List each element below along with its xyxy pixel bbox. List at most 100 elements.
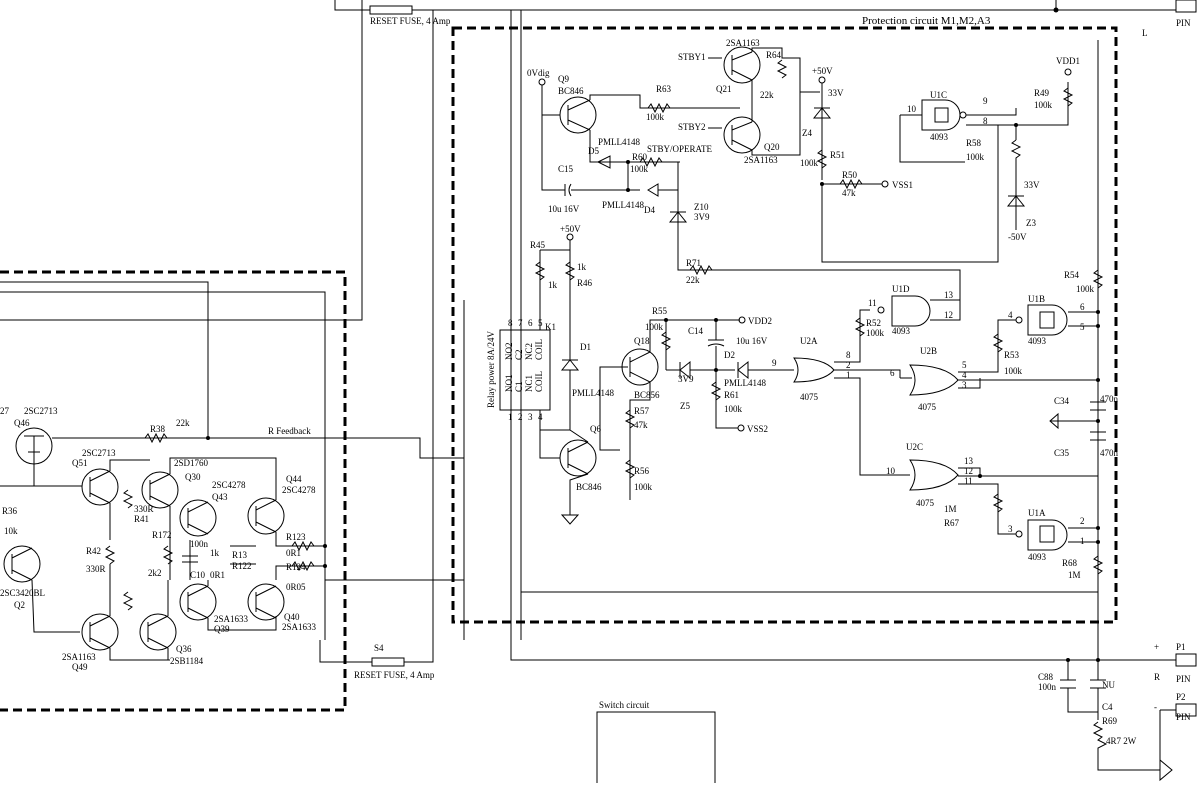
svg-text:Q49: Q49: [72, 662, 88, 672]
svg-text:R58: R58: [966, 138, 982, 148]
svg-text:3: 3: [528, 412, 533, 422]
svg-text:5: 5: [962, 360, 967, 370]
relay-k1: [499, 329, 551, 411]
svg-text:100n: 100n: [190, 539, 209, 549]
svg-text:U1C: U1C: [930, 90, 947, 100]
svg-text:R: R: [1154, 672, 1160, 682]
svg-text:Q36: Q36: [176, 644, 192, 654]
svg-text:R55: R55: [652, 306, 668, 316]
svg-text:3V9: 3V9: [678, 374, 694, 384]
svg-text:C15: C15: [558, 164, 574, 174]
svg-text:12: 12: [964, 466, 973, 476]
switch-circuit-box: [596, 711, 716, 788]
svg-text:4093: 4093: [892, 326, 911, 336]
svg-text:C88: C88: [1038, 672, 1054, 682]
svg-text:100k: 100k: [645, 322, 664, 332]
svg-text:27: 27: [0, 406, 10, 416]
svg-text:10: 10: [907, 104, 917, 114]
svg-text:100k: 100k: [800, 158, 819, 168]
svg-text:U2C: U2C: [906, 442, 923, 452]
corner-label: L: [1142, 28, 1148, 38]
svg-text:13: 13: [944, 290, 954, 300]
svg-text:2SD1760: 2SD1760: [174, 458, 209, 468]
svg-text:Q44: Q44: [286, 474, 302, 484]
svg-text:22k: 22k: [760, 90, 774, 100]
svg-text:R52: R52: [866, 318, 881, 328]
svg-text:C2: C2: [514, 349, 524, 360]
svg-text:3V9: 3V9: [694, 212, 710, 222]
svg-text:VSS1: VSS1: [892, 180, 913, 190]
svg-text:R13: R13: [232, 550, 248, 560]
svg-text:100k: 100k: [1076, 284, 1095, 294]
svg-text:R124: R124: [286, 562, 306, 572]
svg-text:P1: P1: [1176, 642, 1186, 652]
svg-text:2SC2713: 2SC2713: [82, 448, 116, 458]
svg-text:R51: R51: [830, 150, 845, 160]
svg-text:VSS2: VSS2: [747, 424, 768, 434]
svg-text:STBY2: STBY2: [678, 122, 706, 132]
svg-text:3: 3: [962, 380, 967, 390]
svg-text:6: 6: [1080, 302, 1085, 312]
svg-text:2: 2: [518, 412, 523, 422]
svg-text:Q51: Q51: [72, 458, 88, 468]
svg-text:2SA1163: 2SA1163: [726, 38, 760, 48]
svg-text:C14: C14: [688, 326, 704, 336]
svg-text:470n: 470n: [1100, 394, 1119, 404]
svg-text:0R1: 0R1: [286, 548, 301, 558]
svg-text:8: 8: [508, 318, 513, 328]
svg-text:2SC3420BL: 2SC3420BL: [0, 588, 45, 598]
svg-text:0R1: 0R1: [210, 570, 225, 580]
u2b-gate: [909, 364, 959, 396]
u2a-gate: [793, 357, 835, 383]
svg-text:PMLL4148: PMLL4148: [572, 388, 615, 398]
reset-fuse-s4: [371, 657, 405, 667]
svg-text:PIN: PIN: [1176, 674, 1191, 684]
svg-text:8: 8: [983, 116, 988, 126]
q9-body: [559, 96, 597, 134]
svg-text:11: 11: [964, 476, 973, 486]
u1b-gate: [1027, 304, 1068, 336]
svg-text:0R05: 0R05: [286, 582, 306, 592]
svg-text:1M: 1M: [1068, 570, 1081, 580]
svg-text:2SA1633: 2SA1633: [214, 614, 249, 624]
svg-text:U1D: U1D: [892, 284, 910, 294]
svg-text:D4: D4: [644, 205, 655, 215]
svg-text:4: 4: [962, 370, 967, 380]
svg-text:R Feedback: R Feedback: [268, 426, 311, 436]
svg-text:2: 2: [1080, 516, 1085, 526]
u1c-gate: [921, 99, 961, 131]
svg-text:NU: NU: [1102, 680, 1115, 690]
svg-text:R68: R68: [1062, 558, 1078, 568]
svg-text:22k: 22k: [686, 275, 700, 285]
svg-text:NC2: NC2: [524, 343, 534, 360]
svg-text:VDD2: VDD2: [748, 316, 772, 326]
svg-text:D1: D1: [580, 342, 591, 352]
svg-text:Q30: Q30: [185, 472, 201, 482]
svg-text:Q9: Q9: [558, 74, 569, 84]
svg-text:Q2: Q2: [14, 600, 25, 610]
svg-text:4075: 4075: [916, 498, 935, 508]
svg-text:100k: 100k: [866, 328, 885, 338]
svg-text:33V: 33V: [828, 88, 844, 98]
svg-text:R49: R49: [1034, 88, 1050, 98]
svg-text:R50: R50: [842, 170, 858, 180]
svg-text:PIN: PIN: [1176, 18, 1191, 28]
svg-text:100k: 100k: [634, 482, 653, 492]
svg-text:D2: D2: [724, 350, 735, 360]
svg-text:2SC4278: 2SC4278: [282, 485, 316, 495]
svg-text:4093: 4093: [1028, 552, 1047, 562]
svg-text:1: 1: [846, 370, 851, 380]
svg-text:R42: R42: [86, 546, 101, 556]
svg-text:100k: 100k: [630, 164, 649, 174]
svg-text:4: 4: [1008, 310, 1013, 320]
svg-text:9: 9: [983, 96, 988, 106]
svg-text:100k: 100k: [1034, 100, 1053, 110]
svg-text:10u 16V: 10u 16V: [548, 204, 580, 214]
svg-text:COIL: COIL: [534, 339, 544, 360]
reset-fuse-top: [369, 5, 413, 15]
svg-text:5: 5: [1080, 322, 1085, 332]
svg-text:U1A: U1A: [1028, 508, 1046, 518]
svg-text:47k: 47k: [634, 420, 648, 430]
